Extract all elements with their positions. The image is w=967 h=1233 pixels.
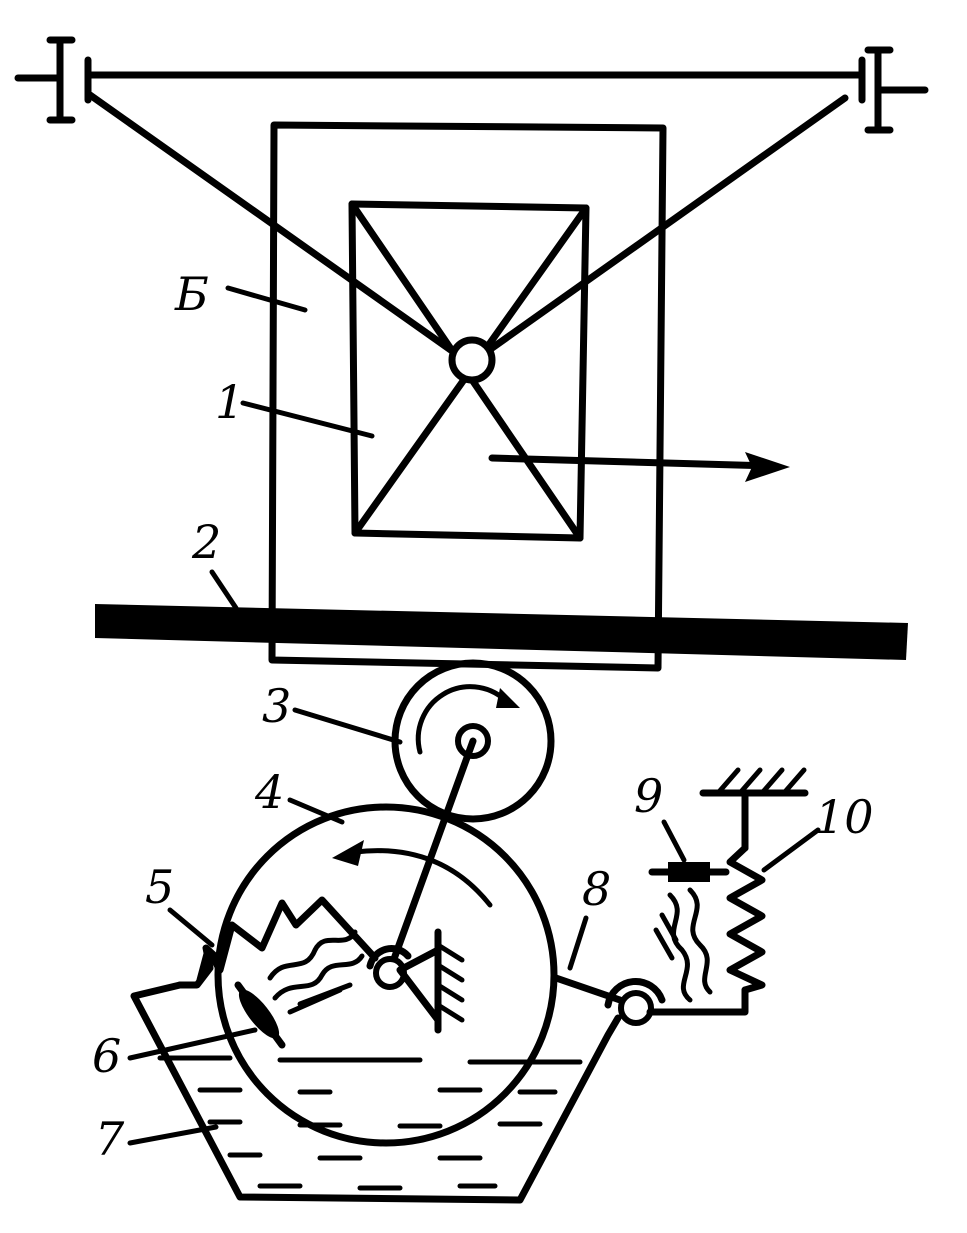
top-rail (14, 36, 929, 134)
label-heater-left: 5 (145, 860, 174, 914)
label-spring: 10 (815, 790, 874, 844)
crank-arm (366, 737, 477, 990)
spring (699, 767, 809, 994)
label-cylinder: 4 (254, 765, 284, 819)
substrate-band (95, 604, 908, 660)
motion-arrow (488, 452, 790, 482)
heat-waves-left (267, 929, 365, 1015)
label-bath: 7 (95, 1112, 125, 1166)
electrode (234, 981, 286, 1049)
outer-frame (268, 121, 667, 672)
label-pressure-roller: 3 (262, 679, 291, 733)
label-matrix: 1 (215, 375, 244, 429)
label-electrode: 6 (92, 1029, 121, 1083)
pivot-joint (448, 336, 496, 384)
lever-arm (552, 974, 749, 1026)
label-heater-right: 9 (634, 769, 663, 823)
liquid (157, 1055, 583, 1191)
fixed-support (396, 928, 465, 1034)
label-frame: Б (174, 267, 209, 321)
label-lever-arm: 8 (582, 862, 611, 916)
label-web: 2 (191, 515, 221, 569)
heater-right (648, 862, 730, 1003)
bath (130, 944, 622, 1204)
labels: Б 1 2 3 4 5 6 7 8 9 10 (92, 267, 874, 1166)
